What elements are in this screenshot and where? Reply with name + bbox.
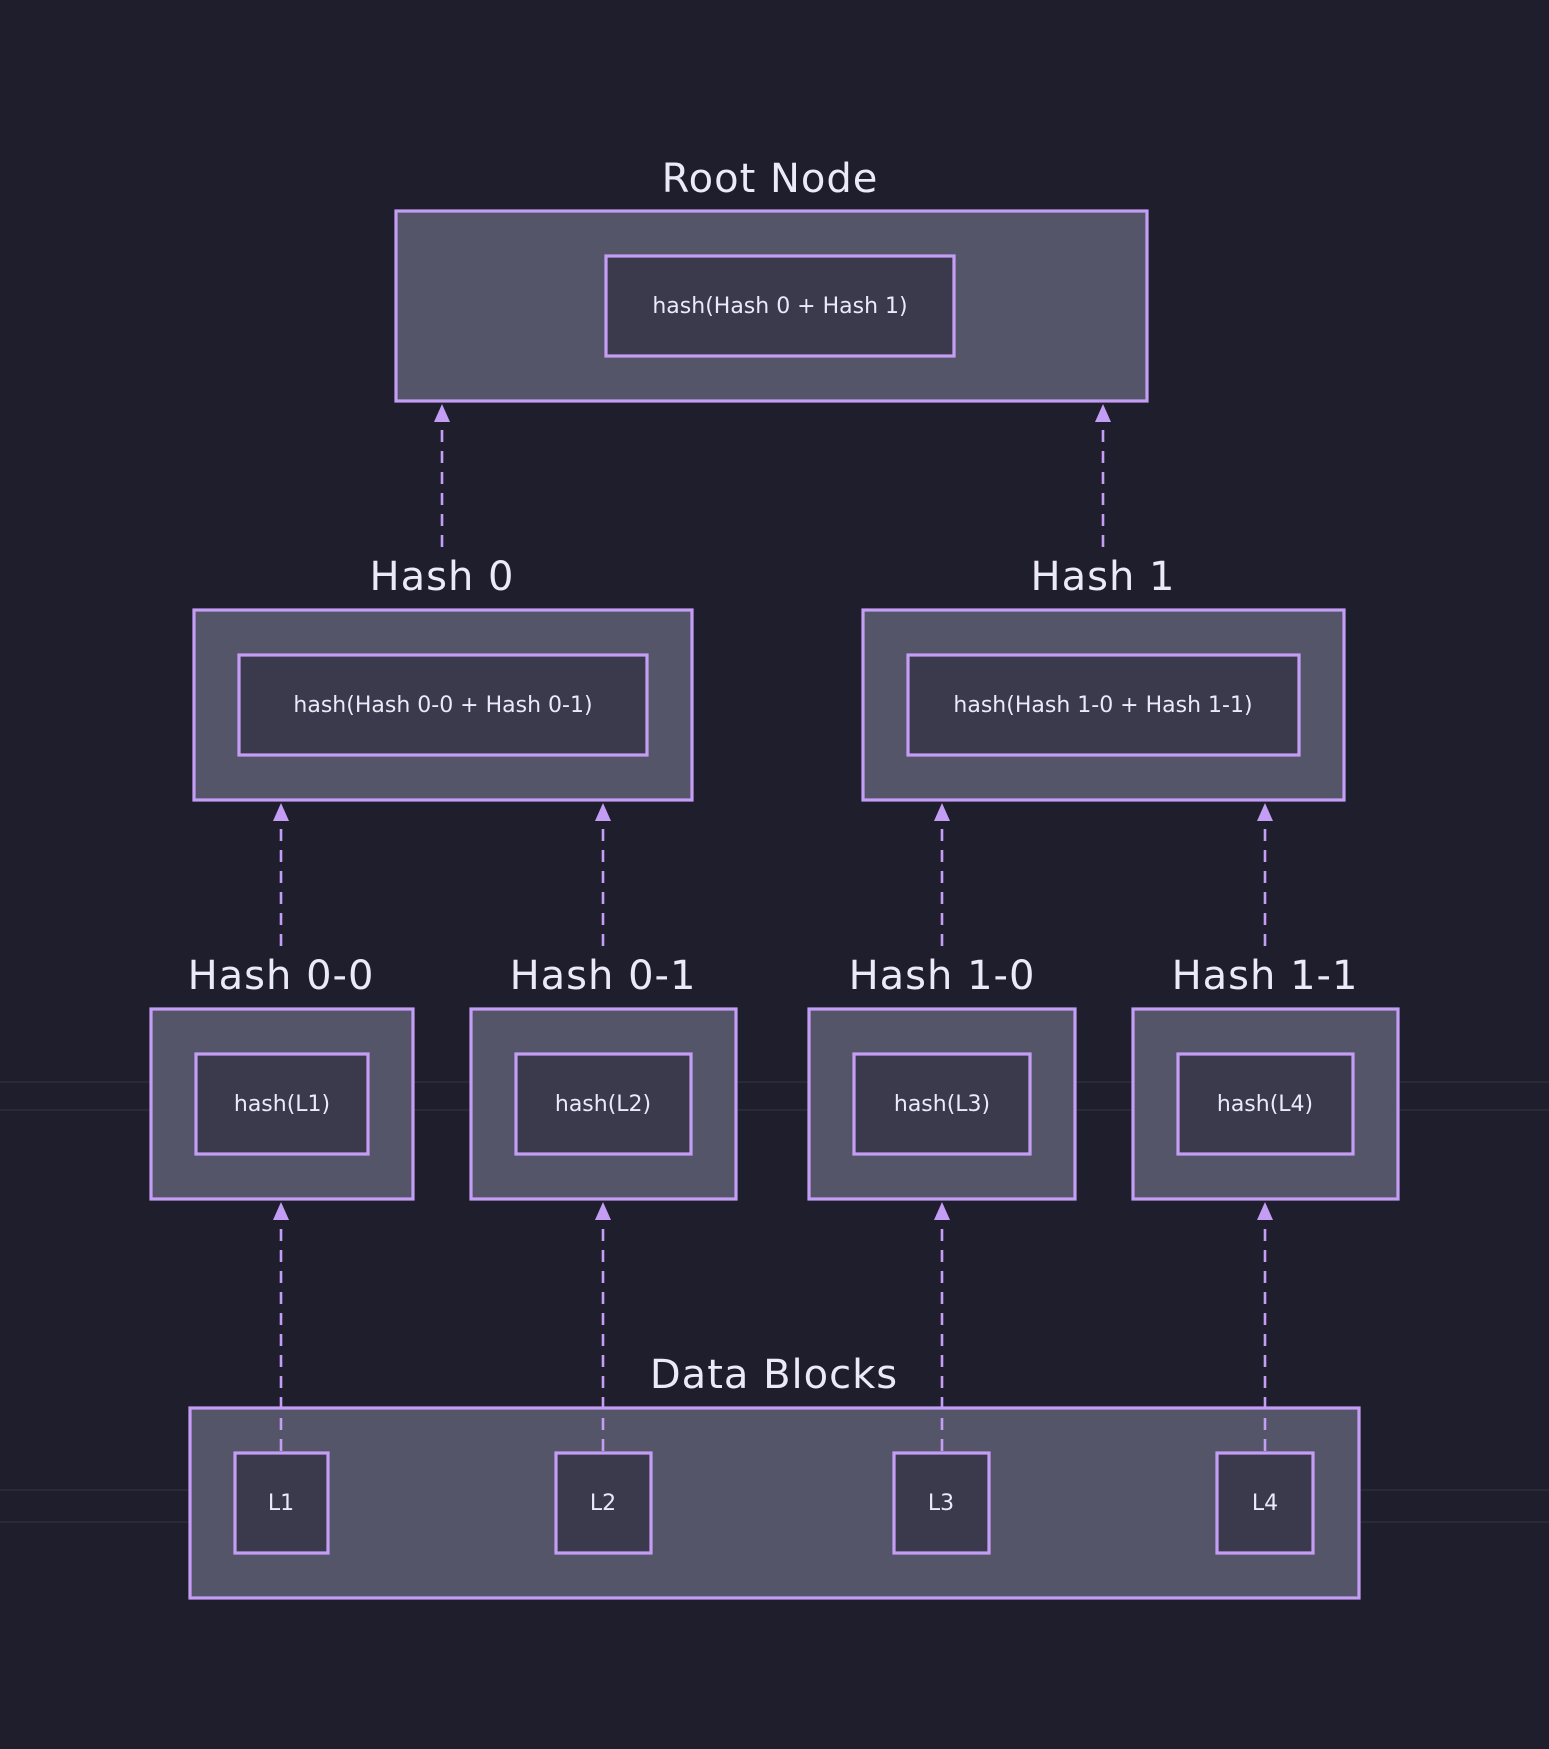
group-data-blocks: Data Blocks L1 L2 L3 L4	[188, 1352, 1361, 1600]
group-title-root-node: Root Node	[662, 156, 879, 202]
edge-l2-to-hash01	[595, 1202, 611, 1451]
group-hash-0: Hash 0 hash(Hash 0-0 + Hash 0-1)	[192, 554, 694, 802]
node-hash-1-0	[852, 1052, 1032, 1156]
node-label-hash-0-0: hash(L1)	[234, 1092, 330, 1117]
group-hash-1: Hash 1 hash(Hash 1-0 + Hash 1-1)	[861, 554, 1346, 802]
data-block-label-l4: L4	[1252, 1491, 1278, 1516]
node-hash-1	[906, 653, 1301, 757]
edge-l4-to-hash11	[1257, 1202, 1273, 1451]
node-label-hash-1-1: hash(L4)	[1217, 1092, 1313, 1117]
edge-hash10-to-hash1	[934, 803, 950, 946]
edge-hash01-to-hash0	[595, 803, 611, 946]
group-box-data-blocks	[188, 1406, 1361, 1600]
group-hash-1-0: Hash 1-0 hash(L3)	[807, 953, 1077, 1201]
data-block-l1	[233, 1451, 330, 1555]
node-hash-0	[237, 653, 649, 757]
data-block-l2	[554, 1451, 653, 1555]
edge-hash1-to-root	[1095, 404, 1111, 547]
node-hash-0-0	[194, 1052, 370, 1156]
group-hash-1-1: Hash 1-1 hash(L4)	[1131, 953, 1400, 1201]
edge-hash0-to-root	[434, 404, 450, 547]
data-block-label-l1: L1	[268, 1491, 294, 1516]
node-root-hash	[604, 254, 956, 358]
group-root-node: Root Node hash(Hash 0 + Hash 1)	[394, 156, 1149, 403]
group-title-hash-1-0: Hash 1-0	[849, 953, 1036, 999]
edges	[273, 404, 1273, 1451]
group-title-hash-0: Hash 0	[370, 554, 515, 600]
group-title-hash-1: Hash 1	[1031, 554, 1176, 600]
edge-l1-to-hash00	[273, 1202, 289, 1451]
group-title-hash-1-1: Hash 1-1	[1172, 953, 1359, 999]
data-block-l3	[892, 1451, 991, 1555]
edge-hash11-to-hash1	[1257, 803, 1273, 946]
group-title-hash-0-1: Hash 0-1	[510, 953, 697, 999]
edge-hash00-to-hash0	[273, 803, 289, 946]
data-block-label-l3: L3	[928, 1491, 954, 1516]
node-label-hash-1: hash(Hash 1-0 + Hash 1-1)	[953, 693, 1252, 718]
data-block-l4	[1215, 1451, 1315, 1555]
data-block-label-l2: L2	[590, 1491, 616, 1516]
group-hash-0-1: Hash 0-1 hash(L2)	[469, 953, 738, 1201]
node-hash-1-1	[1176, 1052, 1355, 1156]
node-label-hash-0-1: hash(L2)	[555, 1092, 651, 1117]
group-title-hash-0-0: Hash 0-0	[188, 953, 375, 999]
edge-l3-to-hash10	[934, 1202, 950, 1451]
node-label-hash-1-0: hash(L3)	[894, 1092, 990, 1117]
node-label-root-hash: hash(Hash 0 + Hash 1)	[652, 294, 907, 319]
node-hash-0-1	[514, 1052, 693, 1156]
group-hash-0-0: Hash 0-0 hash(L1)	[149, 953, 415, 1201]
group-title-data-blocks: Data Blocks	[650, 1352, 898, 1398]
node-label-hash-0: hash(Hash 0-0 + Hash 0-1)	[293, 693, 592, 718]
